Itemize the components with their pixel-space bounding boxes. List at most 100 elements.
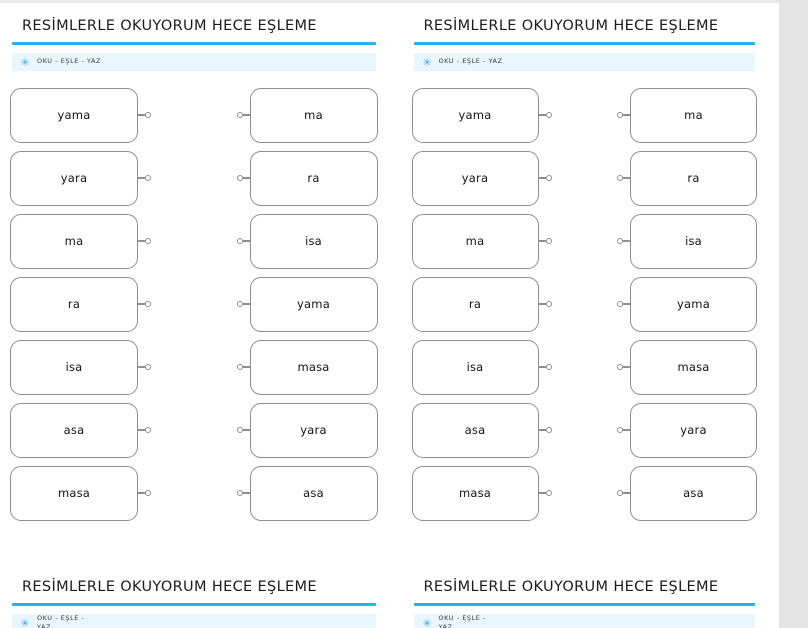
word-card[interactable]: masa (10, 465, 138, 521)
connector-node[interactable] (617, 301, 630, 307)
word-card[interactable]: yama (411, 87, 539, 143)
connector-node[interactable] (617, 238, 630, 244)
word-card[interactable]: asa (630, 465, 757, 521)
match-row: isa (10, 339, 151, 395)
connector-dot[interactable] (617, 490, 623, 496)
connector-dot[interactable] (236, 112, 243, 118)
connector-node[interactable] (617, 175, 630, 181)
word-card[interactable]: yama (10, 87, 138, 143)
connector-dot[interactable] (236, 238, 243, 244)
connector-node[interactable] (538, 175, 552, 181)
connector-node[interactable] (138, 490, 151, 496)
word-card[interactable]: yama (249, 276, 378, 332)
connector-dot[interactable] (545, 427, 552, 433)
word-card[interactable]: asa (10, 402, 138, 458)
connector-dot[interactable] (145, 112, 151, 118)
match-row: ma (617, 87, 757, 143)
connector-dot[interactable] (617, 175, 623, 181)
word-card[interactable]: isa (630, 213, 757, 269)
connector-node[interactable] (617, 427, 630, 433)
connector-node[interactable] (236, 238, 250, 244)
match-row: yara (236, 402, 378, 458)
connector-dot[interactable] (617, 301, 623, 307)
word-card[interactable]: masa (630, 339, 757, 395)
connector-line (138, 177, 145, 179)
connector-node[interactable] (138, 427, 151, 433)
connector-dot[interactable] (236, 490, 243, 496)
word-card[interactable]: yara (249, 402, 378, 458)
connector-dot[interactable] (545, 238, 552, 244)
word-card[interactable]: isa (10, 339, 138, 395)
word-card[interactable]: ma (411, 213, 539, 269)
connector-node[interactable] (617, 490, 630, 496)
worksheet-title: RESİMLERLE OKUYORUM HECE EŞLEME (423, 18, 719, 34)
connector-dot[interactable] (145, 301, 151, 307)
connector-dot[interactable] (617, 112, 623, 118)
word-card[interactable]: yama (630, 276, 757, 332)
word-card[interactable]: isa (249, 213, 378, 269)
title-underline (12, 603, 376, 606)
connector-dot[interactable] (617, 238, 623, 244)
connector-dot[interactable] (145, 175, 151, 181)
word-card[interactable]: asa (249, 465, 378, 521)
word-card[interactable]: asa (411, 402, 539, 458)
connector-node[interactable] (236, 490, 250, 496)
connector-node[interactable] (538, 238, 552, 244)
connector-node[interactable] (138, 112, 151, 118)
connector-node[interactable] (538, 364, 552, 370)
word-card[interactable]: masa (249, 339, 378, 395)
word-card[interactable]: ma (10, 213, 138, 269)
word-card[interactable]: isa (411, 339, 539, 395)
connector-dot[interactable] (545, 112, 552, 118)
word-card[interactable]: masa (411, 465, 539, 521)
connector-dot[interactable] (545, 301, 552, 307)
word-card[interactable]: ra (249, 150, 378, 206)
connector-dot[interactable] (545, 490, 552, 496)
connector-dot[interactable] (545, 175, 552, 181)
connector-node[interactable] (138, 364, 151, 370)
word-label: masa (677, 360, 710, 374)
connector-node[interactable] (138, 238, 151, 244)
connector-dot[interactable] (236, 175, 243, 181)
connector-node[interactable] (538, 112, 552, 118)
word-card[interactable]: ra (630, 150, 757, 206)
connector-node[interactable] (138, 175, 151, 181)
connector-node[interactable] (138, 301, 151, 307)
connector-node[interactable] (538, 490, 552, 496)
connector-node[interactable] (236, 301, 250, 307)
connector-node[interactable] (617, 112, 630, 118)
worksheet-0: RESİMLERLE OKUYORUM HECE EŞLEME OKU - EŞ… (0, 4, 390, 521)
connector-line (538, 303, 546, 305)
title-underline (12, 42, 376, 45)
word-card[interactable]: yara (411, 150, 539, 206)
connector-dot[interactable] (236, 301, 243, 307)
word-label: ma (684, 108, 703, 122)
connector-dot[interactable] (545, 364, 552, 370)
connector-dot[interactable] (617, 364, 623, 370)
connector-dot[interactable] (236, 427, 243, 433)
connector-dot[interactable] (145, 490, 151, 496)
connector-node[interactable] (236, 175, 250, 181)
word-card[interactable]: yara (10, 150, 138, 206)
word-card[interactable]: yara (630, 402, 757, 458)
word-card[interactable]: ma (249, 87, 378, 143)
connector-node[interactable] (236, 427, 250, 433)
word-card[interactable]: ma (630, 87, 757, 143)
connector-node[interactable] (538, 301, 552, 307)
connector-line (242, 492, 250, 494)
connector-dot[interactable] (617, 427, 623, 433)
connector-line (623, 366, 630, 368)
connector-node[interactable] (236, 364, 250, 370)
connector-node[interactable] (538, 427, 552, 433)
word-card[interactable]: ra (10, 276, 138, 332)
worksheet-subtitle-bar: OKU - EŞLE - YAZ (413, 52, 755, 71)
connector-dot[interactable] (145, 238, 151, 244)
connector-node[interactable] (236, 112, 250, 118)
connector-dot[interactable] (145, 364, 151, 370)
connector-dot[interactable] (145, 427, 151, 433)
connector-node[interactable] (617, 364, 630, 370)
snowflake-icon (422, 57, 431, 66)
word-card[interactable]: ra (411, 276, 539, 332)
connector-dot[interactable] (236, 364, 243, 370)
